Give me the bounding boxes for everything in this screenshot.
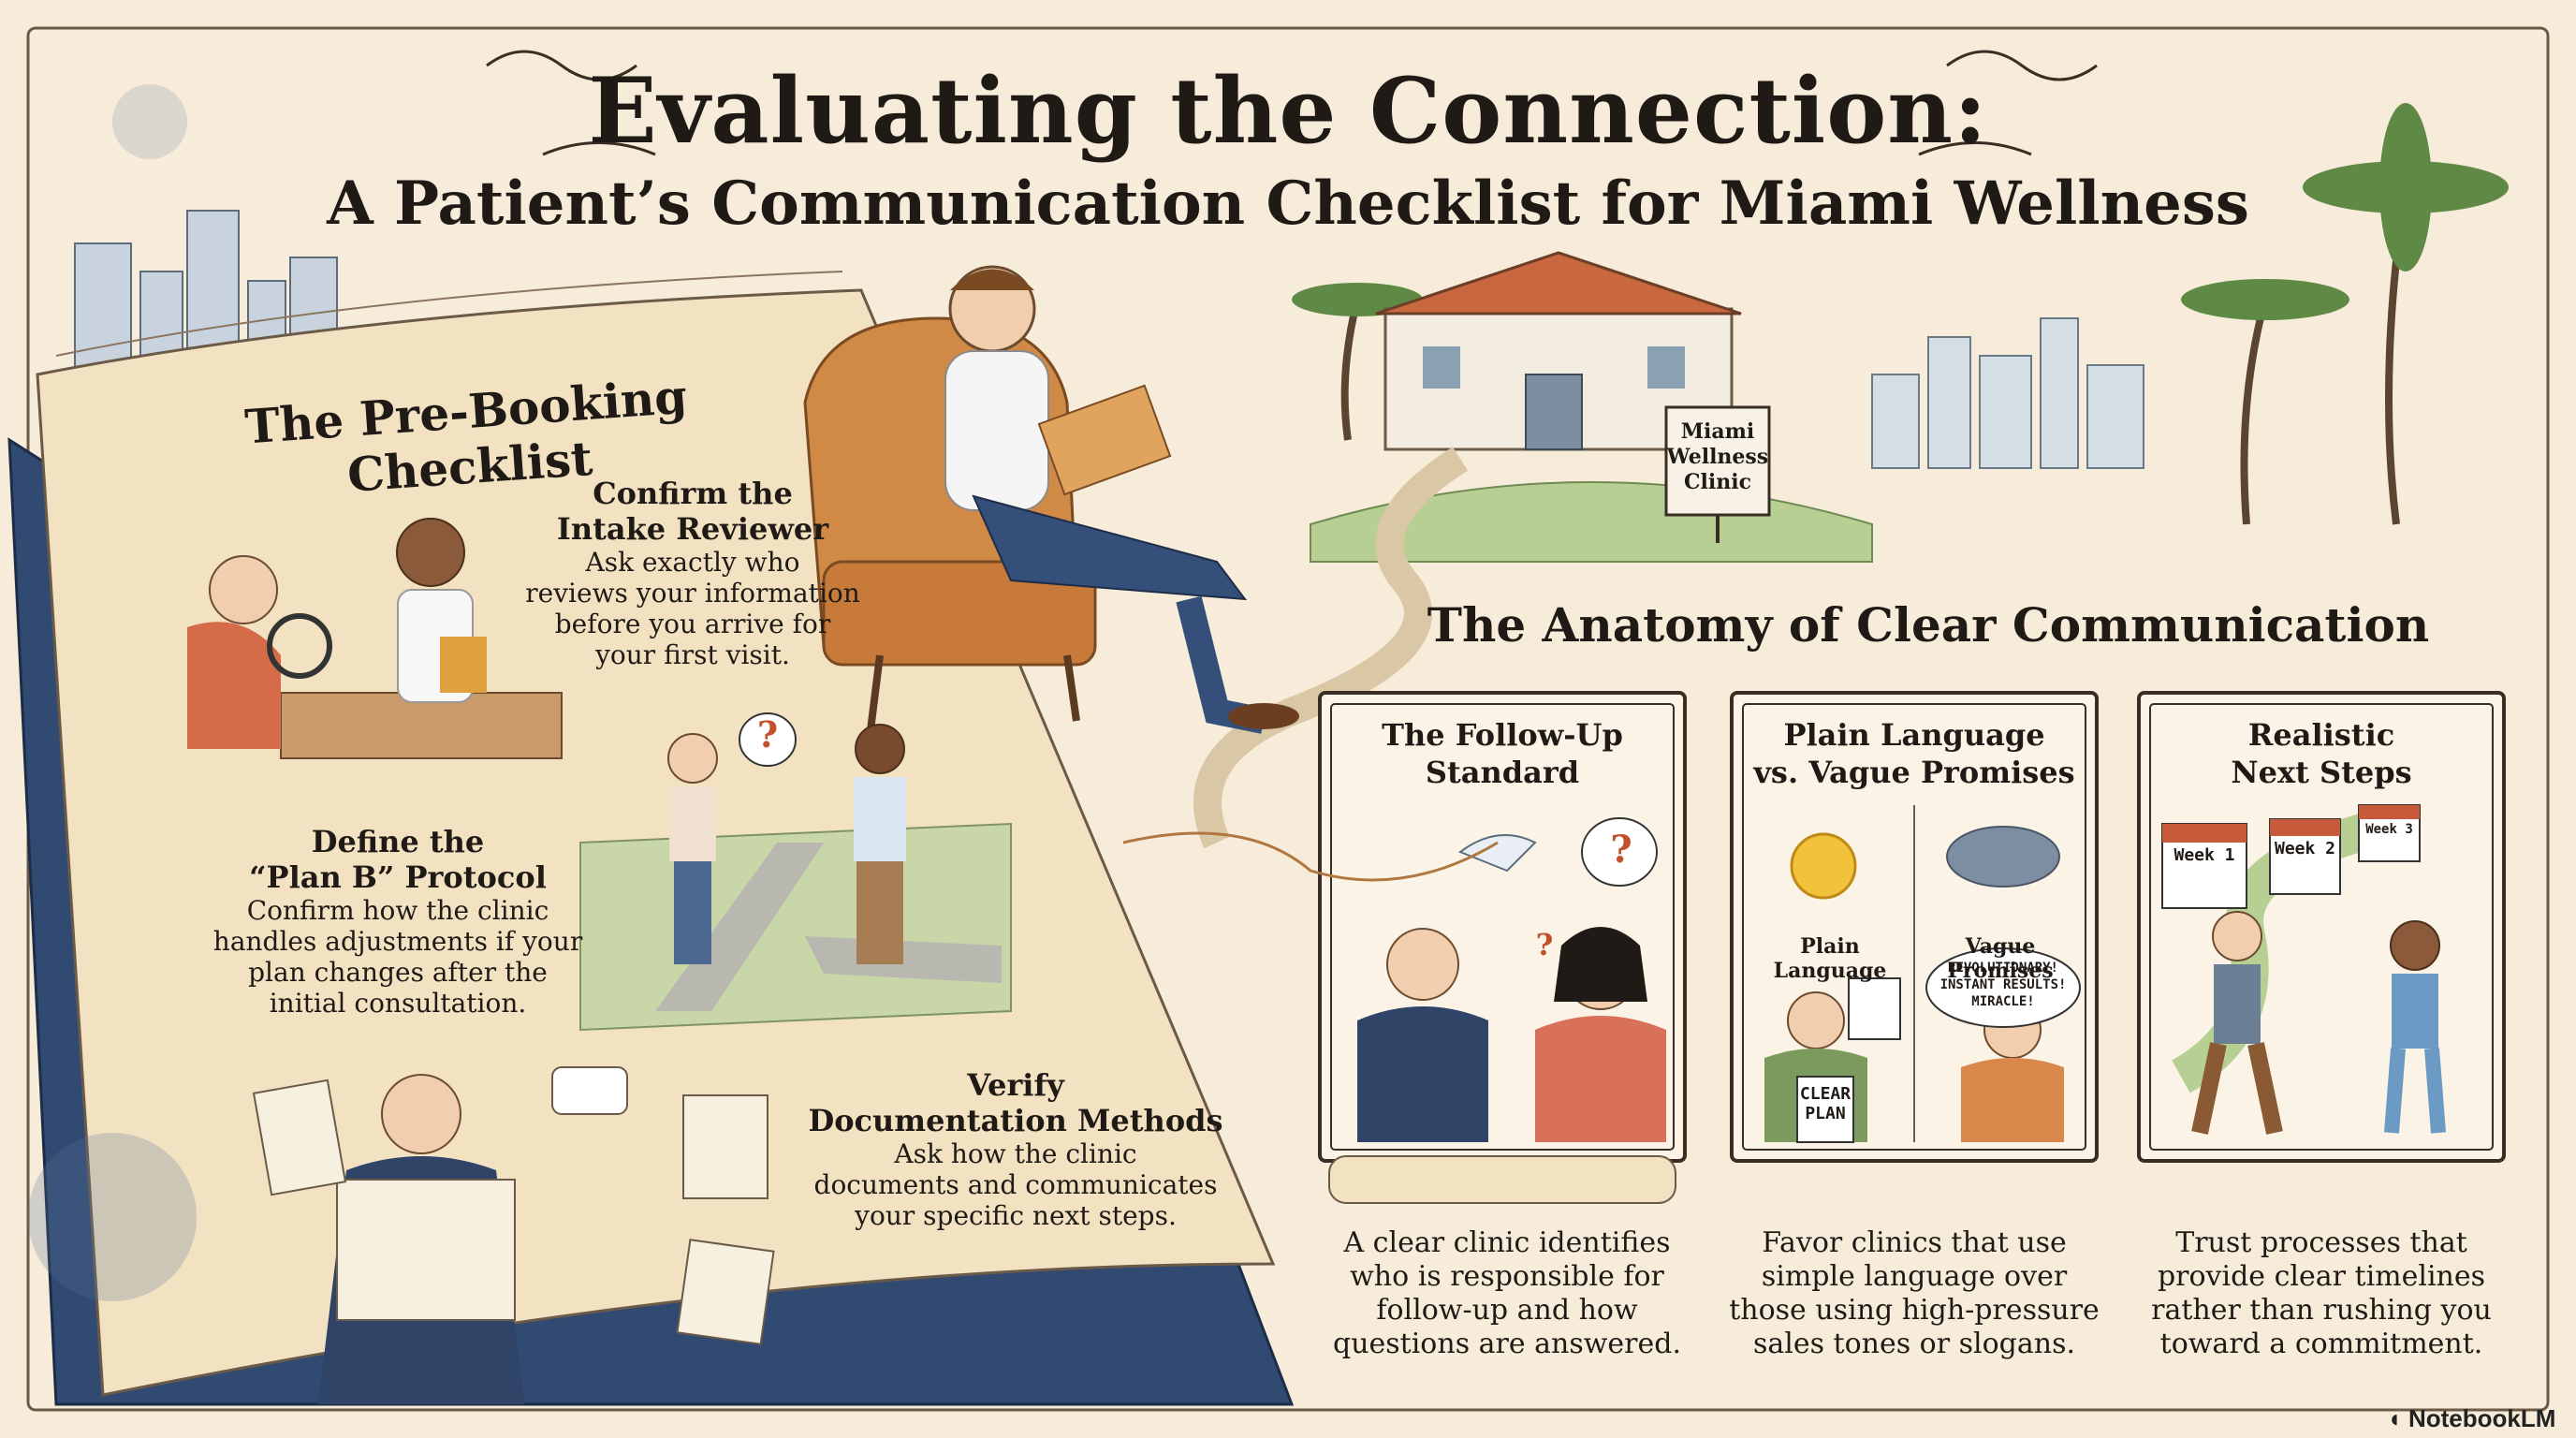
item-body-line: Confirm how the clinic — [246, 895, 549, 926]
panel-body-line: A clear clinic identifies — [1343, 1226, 1671, 1259]
item-heading-line2: Intake Reviewer — [556, 511, 829, 547]
question-mark-icon: ? — [1535, 927, 1554, 962]
bubble-line: INSTANT RESULTS! — [1939, 977, 2067, 992]
ink-splash-top — [112, 84, 187, 159]
clinic-sign: Miami Wellness Clinic — [1666, 419, 1769, 495]
panel-body-line: toward a commitment. — [2159, 1328, 2483, 1360]
item-heading-line2: “Plan B” Protocol — [249, 859, 547, 895]
clear-plan-line: PLAN — [1805, 1104, 1846, 1123]
calendar-week1: Week 1 — [2174, 845, 2235, 865]
panel-body-line: those using high-pressure — [1729, 1294, 2100, 1327]
item-body-line: plan changes after the — [248, 957, 548, 988]
checklist-item-documentation: Verify Documentation Methods Ask how the… — [805, 1067, 1226, 1231]
clinic-sign-board — [1664, 405, 1771, 517]
item-body-line: handles adjustments if your — [212, 926, 583, 957]
clear-plan-line: CLEAR — [1799, 1084, 1852, 1104]
item-heading-line1: Confirm the — [593, 476, 793, 511]
item-body-line: your specific next steps. — [855, 1200, 1177, 1231]
panel-heading-line2: Next Steps — [2231, 755, 2412, 790]
brand-logo: ◖ NotebookLM — [2387, 1404, 2555, 1433]
calendar-week2: Week 2 — [2274, 839, 2336, 858]
follow-up-art — [1328, 817, 1676, 1204]
documentation-scene — [252, 1066, 775, 1404]
subtitle-flourish-left — [542, 141, 656, 156]
item-heading-line2: Documentation Methods — [808, 1103, 1223, 1138]
panel-heading-line2: vs. Vague Promises — [1753, 755, 2075, 790]
question-mark-icon: ? — [756, 713, 779, 756]
item-body-line: before you arrive for — [554, 609, 831, 639]
title-flourish-left — [486, 50, 637, 81]
item-heading-line1: Verify — [967, 1067, 1064, 1103]
item-body-line: documents and communicates — [813, 1169, 1218, 1200]
panel-next-steps-body: Trust processes that provide clear timel… — [2125, 1226, 2518, 1361]
right-skyline — [1871, 317, 2144, 469]
panel-body-line: questions are answered. — [1332, 1328, 1682, 1360]
panel-body-line: rather than rushing you — [2151, 1294, 2492, 1327]
panel-body-line: provide clear timelines — [2157, 1260, 2486, 1293]
clear-plan-sign: CLEAR PLAN — [1797, 1084, 1853, 1123]
panel-heading-line1: Plain Language — [1783, 717, 2045, 753]
main-title: Evaluating the Connection: — [588, 58, 1988, 164]
item-body-line: Ask exactly who — [585, 547, 800, 578]
panel-plain-language-heading: Plain Language vs. Vague Promises — [1743, 716, 2086, 791]
winding-path — [1193, 447, 1469, 849]
item-body-line: your first visit. — [595, 639, 790, 670]
notebook-icon: ◖ — [2387, 1404, 2408, 1432]
clinic-sign-line: Clinic — [1684, 470, 1751, 494]
item-body-line: Ask how the clinic — [894, 1138, 1137, 1169]
connecting-string — [1122, 831, 1499, 882]
palm-fronds — [1292, 103, 2509, 320]
ink-splash — [28, 1133, 197, 1301]
bubble-line: MIRACLE! — [1971, 994, 2035, 1009]
title-flourish-right — [1946, 50, 2098, 81]
panel-body-line: follow-up and how — [1376, 1294, 1638, 1327]
bubble-line: REVOLUTIONARY! — [1947, 961, 2058, 976]
next-steps-art — [2161, 804, 2446, 1135]
intake-scene — [187, 518, 563, 759]
plain-language-art — [1764, 805, 2081, 1143]
panel-next-steps-heading: Realistic Next Steps — [2150, 716, 2493, 791]
item-body-line: initial consultation. — [269, 988, 527, 1019]
question-mark-icon: ? — [1610, 828, 1632, 872]
item-body-line: reviews your information — [525, 578, 860, 609]
vague-promises-label: Vague Promises — [1947, 934, 2054, 983]
subtitle-flourish-right — [1918, 141, 2032, 156]
reader-armchair — [803, 265, 1299, 734]
panel-plain-language-body: Favor clinics that use simple language o… — [1718, 1226, 2111, 1361]
vague-promises-bubble: REVOLUTIONARY! INSTANT RESULTS! MIRACLE! — [1928, 960, 2078, 1010]
main-subtitle: A Patient’s Communication Checklist for … — [327, 169, 2249, 239]
panel-body-line: who is responsible for — [1350, 1260, 1664, 1293]
checklist-item-intake: Confirm the Intake Reviewer Ask exactly … — [524, 476, 861, 670]
panel-follow-up-body: A clear clinic identifies who is respons… — [1310, 1226, 1704, 1361]
panel-body-line: simple language over — [1761, 1260, 2068, 1293]
panel-heading-line2: Standard — [1425, 755, 1580, 790]
panel-inner-frames — [1330, 703, 2494, 1151]
clinic-sign-line: Miami — [1680, 419, 1755, 444]
item-heading-line1: Define the — [311, 824, 485, 859]
panel-heading-line1: The Follow-Up — [1382, 717, 1623, 753]
clinic-sign-line: Wellness — [1666, 445, 1769, 469]
panel-body-line: Favor clinics that use — [1762, 1226, 2067, 1259]
panel-body-line: sales tones or slogans. — [1752, 1328, 2076, 1360]
calendar-week3: Week 3 — [2365, 822, 2413, 837]
plan-b-scene — [579, 712, 1012, 1032]
brand-name: NotebookLM — [2408, 1404, 2556, 1432]
panel-body-line: Trust processes that — [2175, 1226, 2467, 1259]
panel-heading-line1: Realistic — [2247, 717, 2395, 753]
anatomy-heading: The Anatomy of Clear Communication — [1427, 597, 2430, 653]
panel-follow-up-heading: The Follow-Up Standard — [1331, 716, 1674, 791]
plain-language-label: Plain Language — [1773, 934, 1887, 983]
checklist-item-plan-b: Define the “Plan B” Protocol Confirm how… — [197, 824, 599, 1019]
